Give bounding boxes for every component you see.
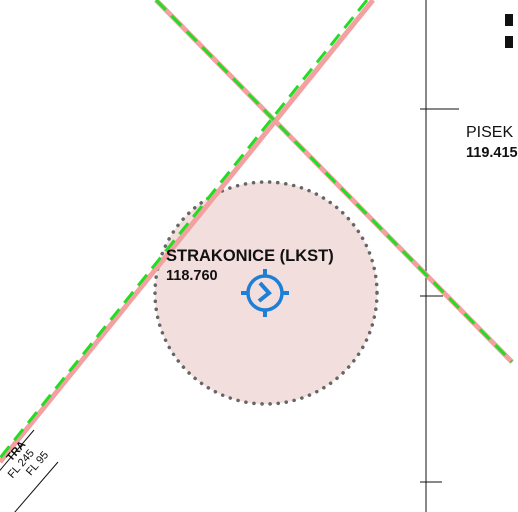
tra-boundary-line: [0, 429, 35, 472]
partial-map-symbol: [505, 14, 513, 48]
tra-boundary-line: [14, 461, 59, 512]
airport-name[interactable]: STRAKONICE (LKST): [166, 247, 334, 265]
airspace-boundary-line: [0, 0, 375, 464]
airport-frequency: 118.760: [166, 268, 218, 284]
neighbor-airport-name[interactable]: PISEK: [466, 124, 514, 141]
route-line: [0, 0, 369, 459]
airfield-icon[interactable]: [241, 269, 289, 317]
route-line: [154, 0, 514, 364]
neighbor-airport-frequency: 119.415: [466, 145, 518, 161]
